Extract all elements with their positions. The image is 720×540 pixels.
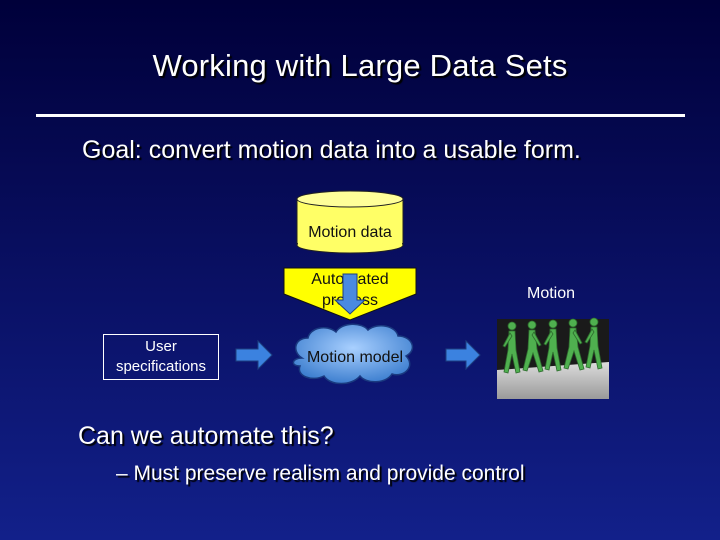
walking-figure-4 [563,318,585,371]
goal-text: Goal: convert motion data into a usable … [82,136,581,164]
walking-figure-5 [584,317,603,370]
motion-model-cloud: Motion model [292,323,414,385]
motion-model-label: Motion model [307,349,403,366]
walking-figures-image [497,317,609,399]
right-arrow-icon [445,339,481,371]
motion-output-label: Motion [526,285,576,302]
walking-figure-2 [522,320,544,373]
motion-data-cylinder: Motion data [296,190,404,254]
walking-figure-1 [502,321,521,374]
user-specifications-label-line2: specifications [115,358,207,375]
user-specifications-label-line1: User [145,338,177,355]
bullet-text: – Must preserve realism and provide cont… [116,462,525,485]
walking-figure-3 [543,319,562,372]
right-arrow-icon [235,339,273,371]
slide-title: Working with Large Data Sets [152,48,568,83]
user-specifications-box: User specifications [103,334,219,380]
down-arrow-icon [333,273,367,315]
question-text: Can we automate this? [78,422,334,450]
motion-data-label: Motion data [308,224,392,241]
title-divider [36,114,685,117]
